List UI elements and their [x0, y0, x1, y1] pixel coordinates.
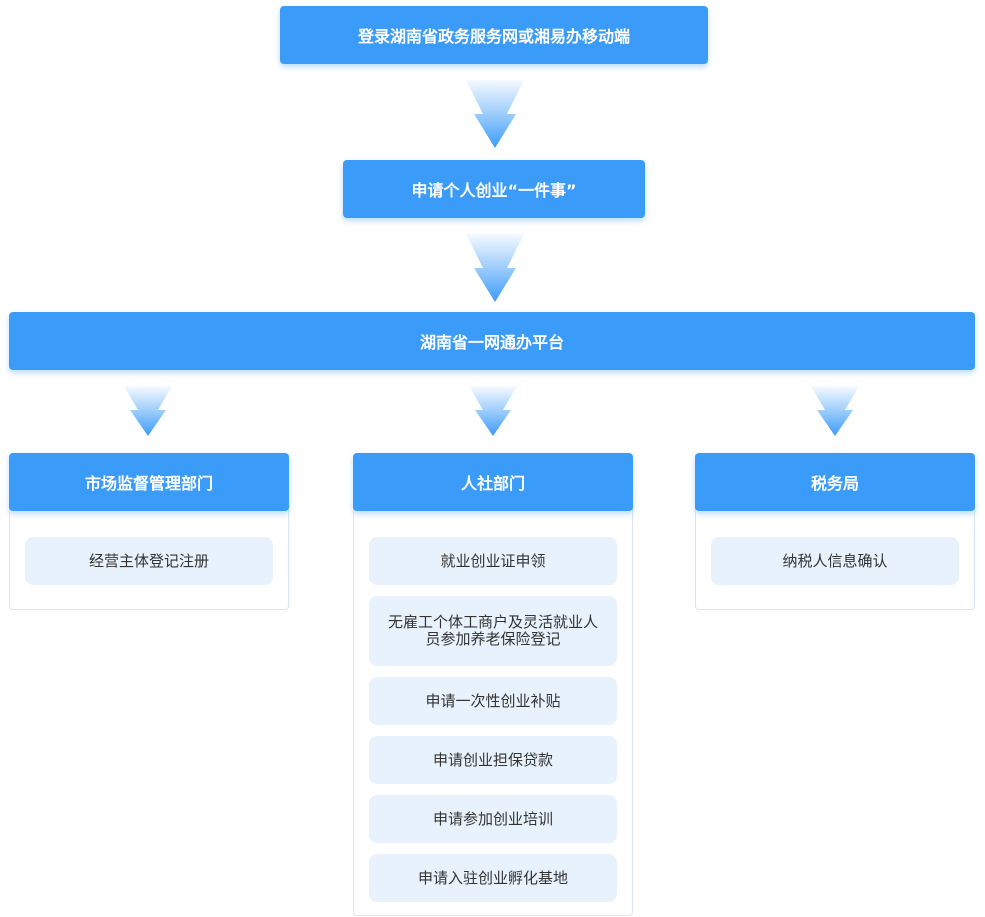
- department-header-hrss: 人社部门: [353, 453, 633, 511]
- department-item: 申请创业担保贷款: [369, 736, 617, 784]
- arrow-down-icon: [466, 80, 524, 148]
- apply-step: 申请个人创业“一件事”: [343, 160, 645, 218]
- department-header-market: 市场监督管理部门: [9, 453, 289, 511]
- arrow-down-icon: [811, 386, 859, 436]
- department-header-tax: 税务局: [695, 453, 975, 511]
- department-item: 经营主体登记注册: [25, 537, 273, 585]
- department-item: 申请入驻创业孵化基地: [369, 854, 617, 902]
- arrow-down-icon: [466, 234, 524, 302]
- platform-step: 湖南省一网通办平台: [9, 312, 975, 370]
- department-item: 就业创业证申领: [369, 537, 617, 585]
- department-item: 申请参加创业培训: [369, 795, 617, 843]
- department-item: 申请一次性创业补贴: [369, 677, 617, 725]
- department-item: 无雇工个体工商户及灵活就业人员参加养老保险登记: [369, 596, 617, 666]
- department-item: 纳税人信息确认: [711, 537, 959, 585]
- arrow-down-icon: [469, 386, 517, 436]
- arrow-down-icon: [124, 386, 172, 436]
- login-step: 登录湖南省政务服务网或湘易办移动端: [280, 6, 708, 64]
